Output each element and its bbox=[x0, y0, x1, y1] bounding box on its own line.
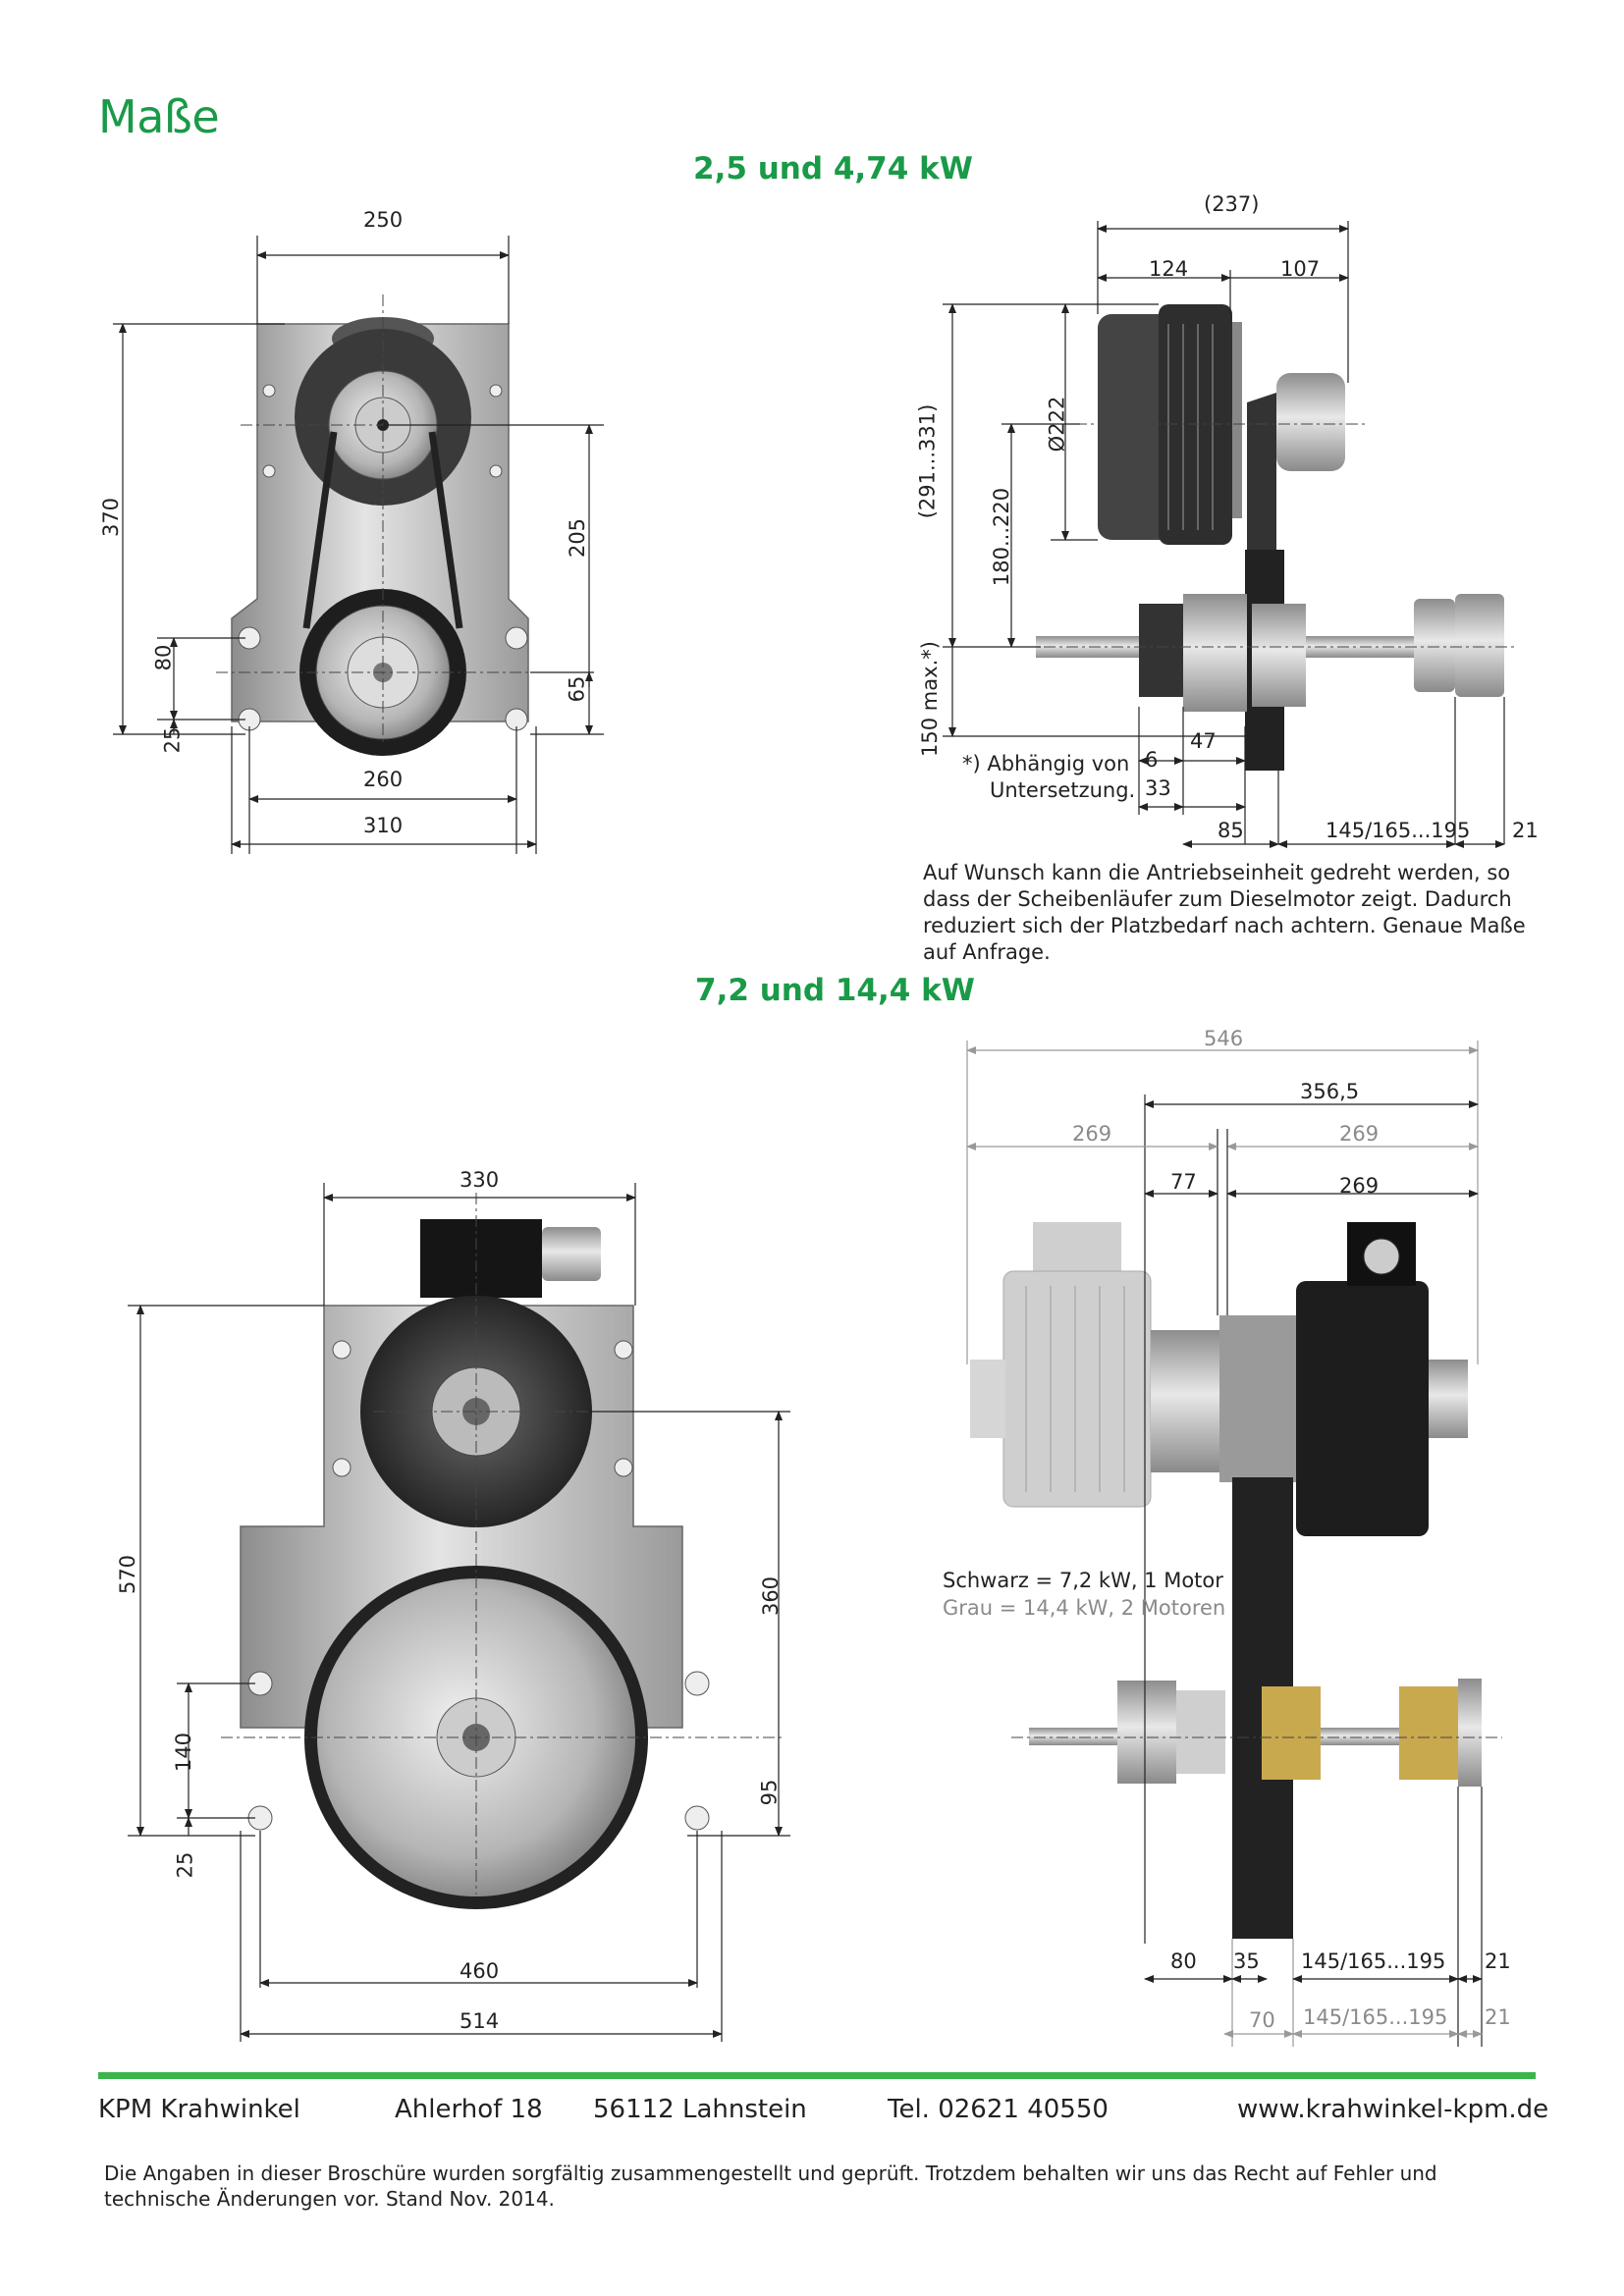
dim-label: 77 bbox=[1170, 1170, 1197, 1194]
small-side-dimensions bbox=[943, 221, 1505, 848]
legend-black: Schwarz = 7,2 kW, 1 Motor bbox=[943, 1569, 1223, 1592]
dim-label: 33 bbox=[1145, 776, 1171, 800]
dim-label: 80 bbox=[151, 644, 176, 671]
dim-label: 6 bbox=[1145, 748, 1159, 772]
dim-label: 145/165...195 bbox=[1301, 1949, 1446, 1973]
footer-divider bbox=[98, 2072, 1536, 2079]
dim-label: 360 bbox=[759, 1575, 784, 1617]
dim-label: 460 bbox=[460, 1959, 500, 1983]
dim-label: (237) bbox=[1204, 192, 1260, 216]
small-side-view bbox=[1021, 304, 1517, 771]
dim-label: Ø222 bbox=[1045, 396, 1069, 453]
large-front-view bbox=[221, 1193, 785, 1909]
footer-city: 56112 Lahnstein bbox=[593, 2095, 807, 2124]
dim-label: 145/165...195 bbox=[1303, 2005, 1448, 2029]
dim-label: 150 max.*) bbox=[917, 641, 942, 757]
large-side-dimensions bbox=[966, 1041, 1483, 2047]
large-side-view bbox=[970, 1222, 1502, 1939]
dim-label: 85 bbox=[1218, 819, 1244, 842]
dim-label: 35 bbox=[1233, 1949, 1260, 1973]
footnote-line2: Untersetzung. bbox=[990, 778, 1136, 802]
dim-label: 95 bbox=[757, 1779, 782, 1806]
large-front-dimensions bbox=[128, 1183, 790, 2042]
dim-label: 107 bbox=[1280, 257, 1321, 281]
dim-label: 47 bbox=[1190, 729, 1217, 753]
dim-label: 310 bbox=[363, 814, 404, 837]
dim-label: 269 bbox=[1339, 1174, 1380, 1198]
dim-label: 260 bbox=[363, 768, 404, 791]
dim-label: 140 bbox=[172, 1732, 196, 1773]
dim-label: 21 bbox=[1485, 2005, 1511, 2029]
legend-grey: Grau = 14,4 kW, 2 Motoren bbox=[943, 1596, 1226, 1620]
dim-label: 514 bbox=[460, 2009, 500, 2033]
dim-label: 205 bbox=[566, 517, 590, 559]
rotation-note: Auf Wunsch kann die Antriebseinheit gedr… bbox=[923, 861, 1526, 964]
footer-company: KPM Krahwinkel bbox=[98, 2095, 300, 2124]
section-heading-large: 7,2 und 14,4 kW bbox=[695, 973, 975, 1008]
footer-website[interactable]: www.krahwinkel-kpm.de bbox=[1237, 2095, 1549, 2124]
section-heading-small: 2,5 und 4,74 kW bbox=[693, 151, 973, 187]
dim-label: 570 bbox=[116, 1554, 140, 1595]
small-front-view bbox=[216, 294, 550, 756]
dim-label: 330 bbox=[460, 1168, 500, 1192]
dim-label: 21 bbox=[1512, 819, 1539, 842]
footer-disclaimer: Die Angaben in dieser Broschüre wurden s… bbox=[104, 2162, 1437, 2211]
dim-label: 25 bbox=[173, 1851, 197, 1879]
dim-label: 65 bbox=[565, 675, 589, 703]
small-front-dimensions bbox=[113, 236, 604, 854]
dim-label: 145/165...195 bbox=[1326, 819, 1471, 842]
footer-phone: Tel. 02621 40550 bbox=[888, 2095, 1109, 2124]
dim-label: 21 bbox=[1485, 1949, 1511, 1973]
dim-label: 269 bbox=[1339, 1122, 1380, 1146]
dim-label: 80 bbox=[1170, 1949, 1197, 1973]
dim-label: 356,5 bbox=[1300, 1080, 1360, 1103]
dim-label: 25 bbox=[160, 726, 185, 754]
dim-label: 180...220 bbox=[990, 487, 1014, 587]
footer-street: Ahlerhof 18 bbox=[395, 2095, 543, 2124]
dim-label: 124 bbox=[1149, 257, 1189, 281]
dim-label: 70 bbox=[1249, 2008, 1275, 2032]
dim-label: 370 bbox=[99, 497, 124, 538]
page-title: Maße bbox=[98, 90, 220, 143]
dim-label: 269 bbox=[1072, 1122, 1112, 1146]
dim-label: 250 bbox=[363, 208, 404, 232]
dim-label: 546 bbox=[1204, 1027, 1244, 1050]
dim-label: (291...331) bbox=[915, 403, 940, 519]
footnote-line1: *) Abhängig von bbox=[962, 752, 1130, 775]
